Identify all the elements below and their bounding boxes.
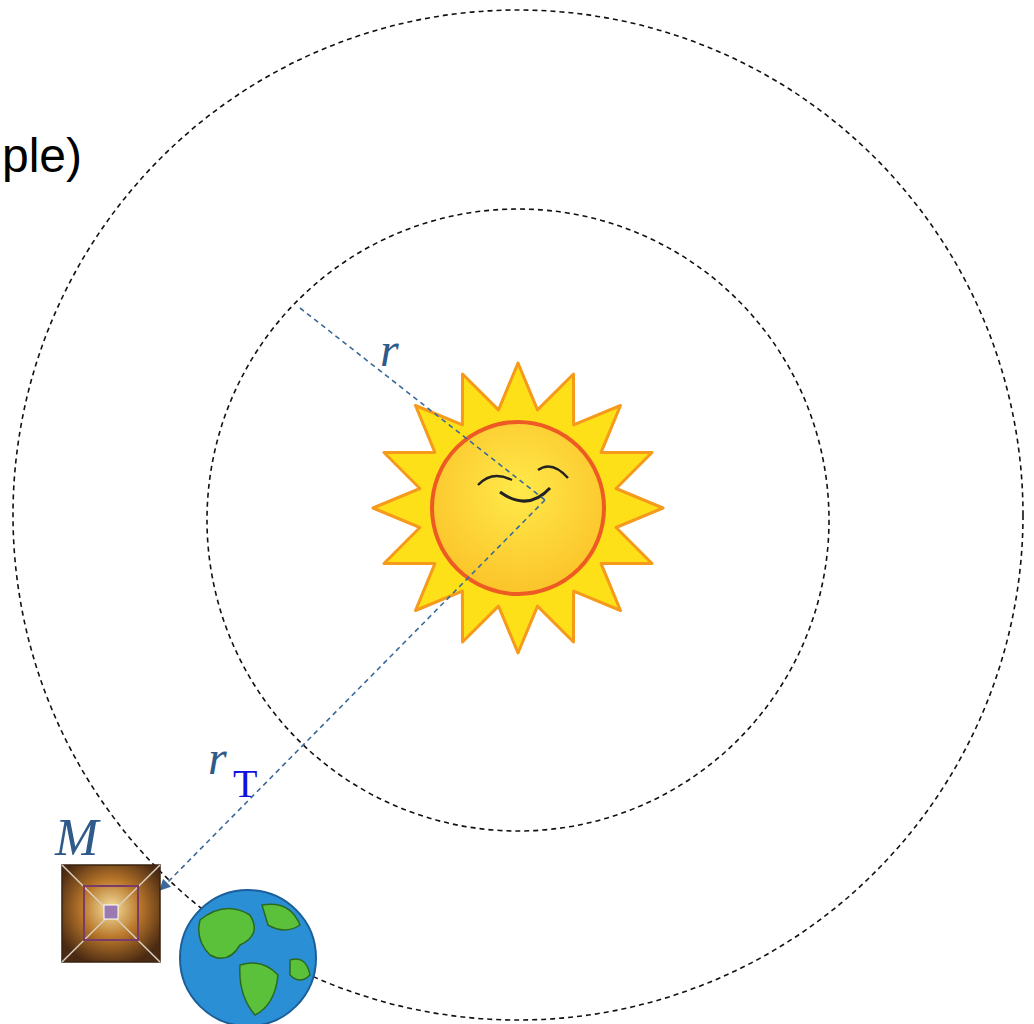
earth-radius-subscript: T [233, 760, 257, 807]
outer-orbit [13, 10, 1023, 1020]
title-fragment: ple) [2, 128, 82, 183]
radius-label: r [380, 322, 399, 377]
mass-label: M [55, 808, 98, 867]
earth-radius-label: r [208, 730, 227, 785]
earth-radius-line [160, 500, 545, 890]
inner-orbit [207, 209, 829, 831]
sun [373, 363, 663, 653]
radius-line [300, 308, 545, 500]
earth [180, 890, 316, 1024]
solar-sail [62, 865, 160, 962]
